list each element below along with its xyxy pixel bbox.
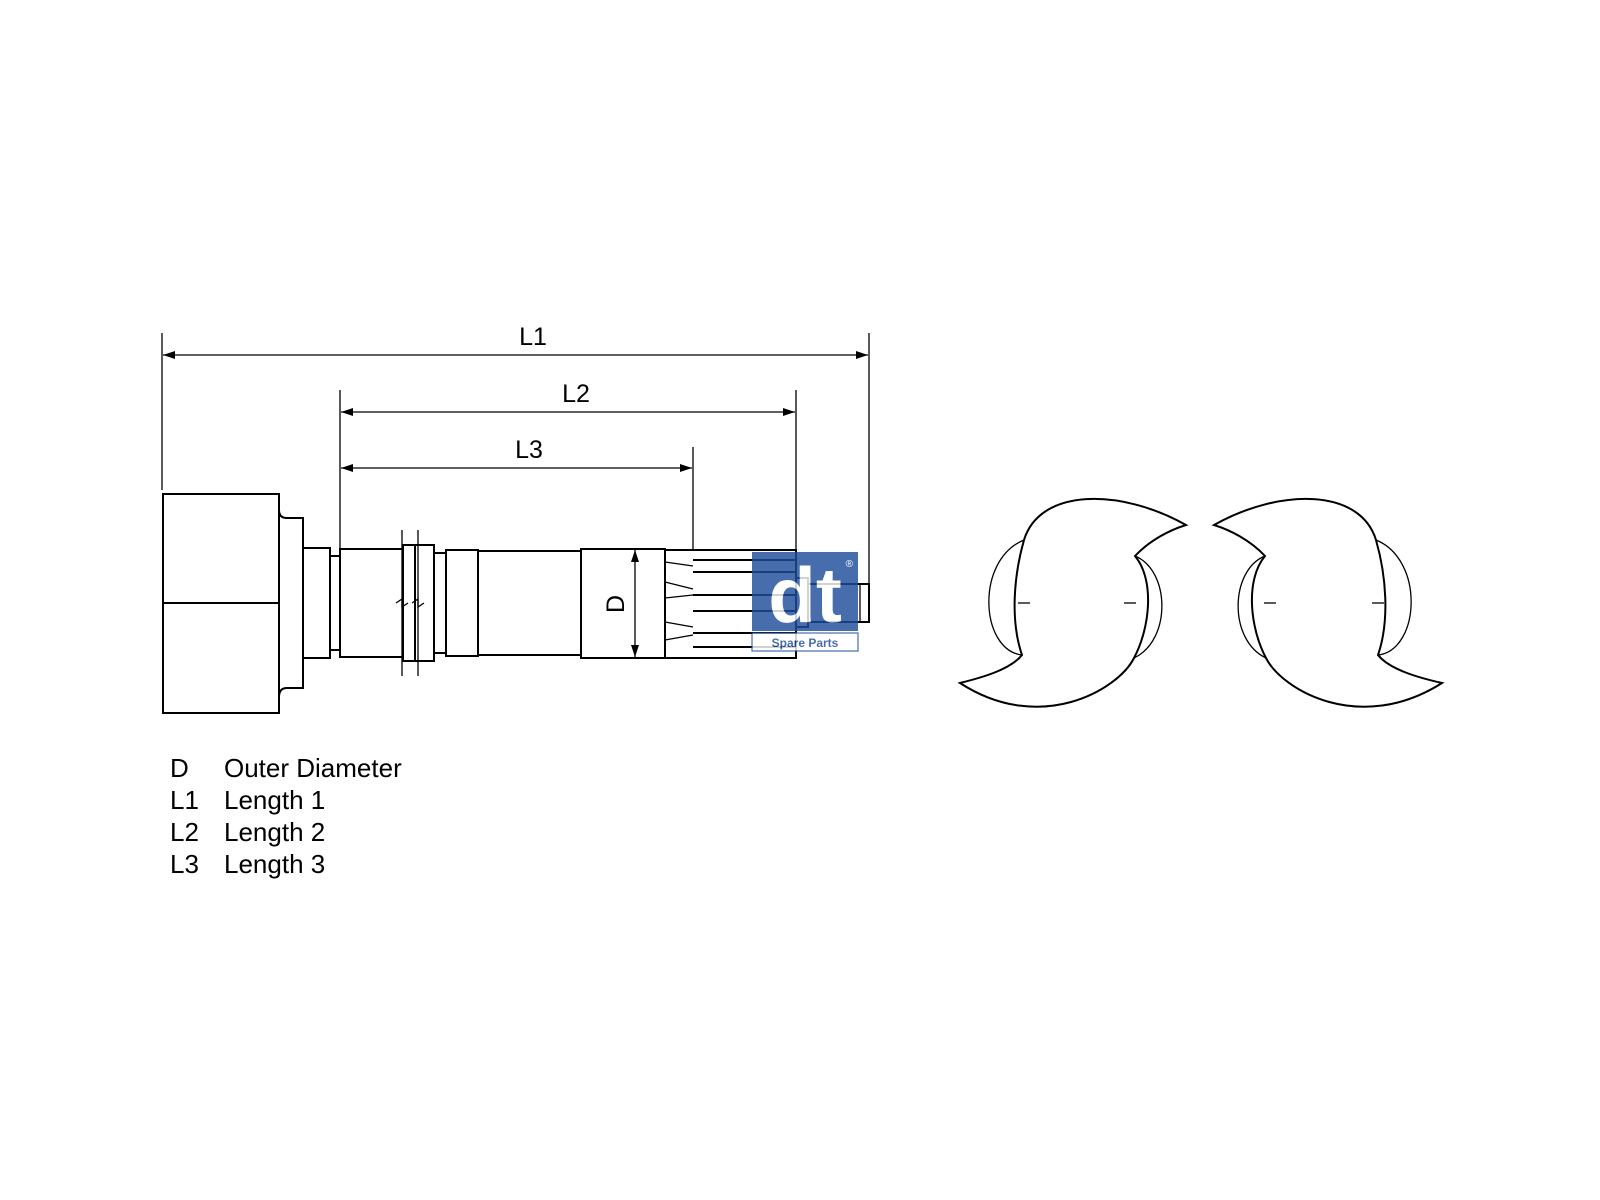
brand-logo-subtitle: Spare Parts — [772, 636, 839, 650]
brand-logo: dt ® Spare Parts — [751, 551, 859, 652]
cam-profile-right — [1211, 497, 1445, 708]
svg-text:®: ® — [846, 559, 854, 570]
dimension-l3-label: L3 — [515, 436, 543, 464]
legend-key: L2 — [170, 817, 199, 847]
legend-row: L1 Length 1 — [170, 784, 402, 816]
legend-key: D — [170, 753, 189, 783]
dimension-l2: L2 — [339, 380, 797, 555]
dimension-l3: L3 — [341, 436, 694, 550]
legend-key: L1 — [170, 785, 199, 815]
legend-value: Length 3 — [224, 849, 326, 879]
dimension-d-label: D — [602, 595, 630, 613]
legend-row: L2 Length 2 — [170, 816, 402, 848]
legend-value: Length 2 — [224, 817, 326, 847]
dimension-l1: L1 — [161, 323, 870, 605]
cam-profile-left — [957, 497, 1189, 708]
legend-row: L3 Length 3 — [170, 848, 402, 880]
legend-value: Length 1 — [224, 785, 326, 815]
dimension-l1-label: L1 — [519, 323, 547, 351]
dimension-l2-label: L2 — [562, 380, 590, 408]
legend-key: L3 — [170, 849, 199, 879]
legend-value: Outer Diameter — [224, 753, 402, 783]
legend-row: D Outer Diameter — [170, 752, 402, 784]
legend: D Outer Diameter L1 Length 1 L2 Length 2… — [170, 752, 402, 880]
brand-logo-text: dt — [768, 551, 842, 639]
